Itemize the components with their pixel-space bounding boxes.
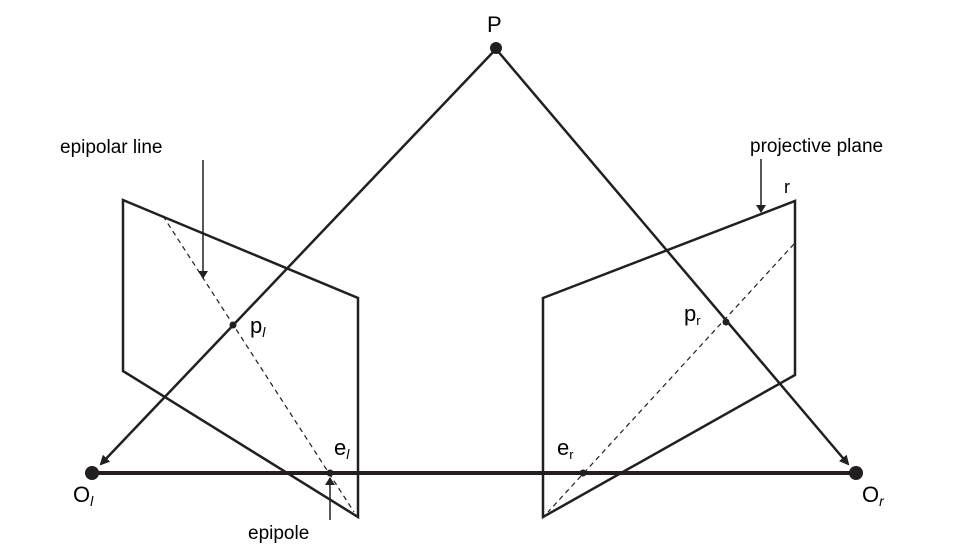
left-epipolar-line: [162, 215, 355, 513]
epipole-left: [326, 469, 334, 477]
label-e-right-main: e: [557, 435, 569, 460]
label-p-left: pl: [250, 313, 266, 340]
label-p-right: pr: [684, 301, 701, 328]
label-P: P: [487, 12, 502, 37]
left-image-plane: [121, 198, 360, 520]
epipole-right: [579, 469, 587, 477]
label-O-left: Ol: [73, 482, 94, 509]
epipolar-line-callout: epipolar line: [60, 137, 162, 158]
label-p-right-sub: r: [696, 313, 701, 328]
label-O-right-main: O: [862, 482, 879, 507]
label-e-left-sub: l: [346, 446, 350, 462]
label-O-right-sub: r: [879, 493, 885, 509]
label-O-left-sub: l: [90, 493, 94, 509]
right-image-plane: [541, 199, 797, 520]
image-point-right: [722, 318, 730, 326]
camera-center-left: [85, 466, 99, 480]
image-point-left: [229, 321, 237, 329]
label-e-right: er: [557, 435, 574, 462]
ray-left: [99, 48, 497, 466]
label-p-left-main: p: [250, 313, 262, 338]
label-e-right-sub: r: [569, 447, 574, 462]
label-p-right-main: p: [684, 301, 696, 326]
projective-plane-callout: projective plane: [750, 136, 883, 157]
label-r-plane: r: [784, 177, 790, 197]
label-O-right: Or: [862, 482, 885, 509]
ray-right: [495, 48, 850, 466]
camera-center-right: [849, 466, 863, 480]
right-epipolar-line: [547, 243, 795, 513]
label-p-left-sub: l: [262, 324, 266, 340]
epipole-callout: epipole: [248, 523, 309, 544]
label-e-left: el: [334, 435, 350, 462]
label-O-left-main: O: [73, 482, 90, 507]
label-e-left-main: e: [334, 435, 346, 460]
point-P: [490, 42, 502, 54]
